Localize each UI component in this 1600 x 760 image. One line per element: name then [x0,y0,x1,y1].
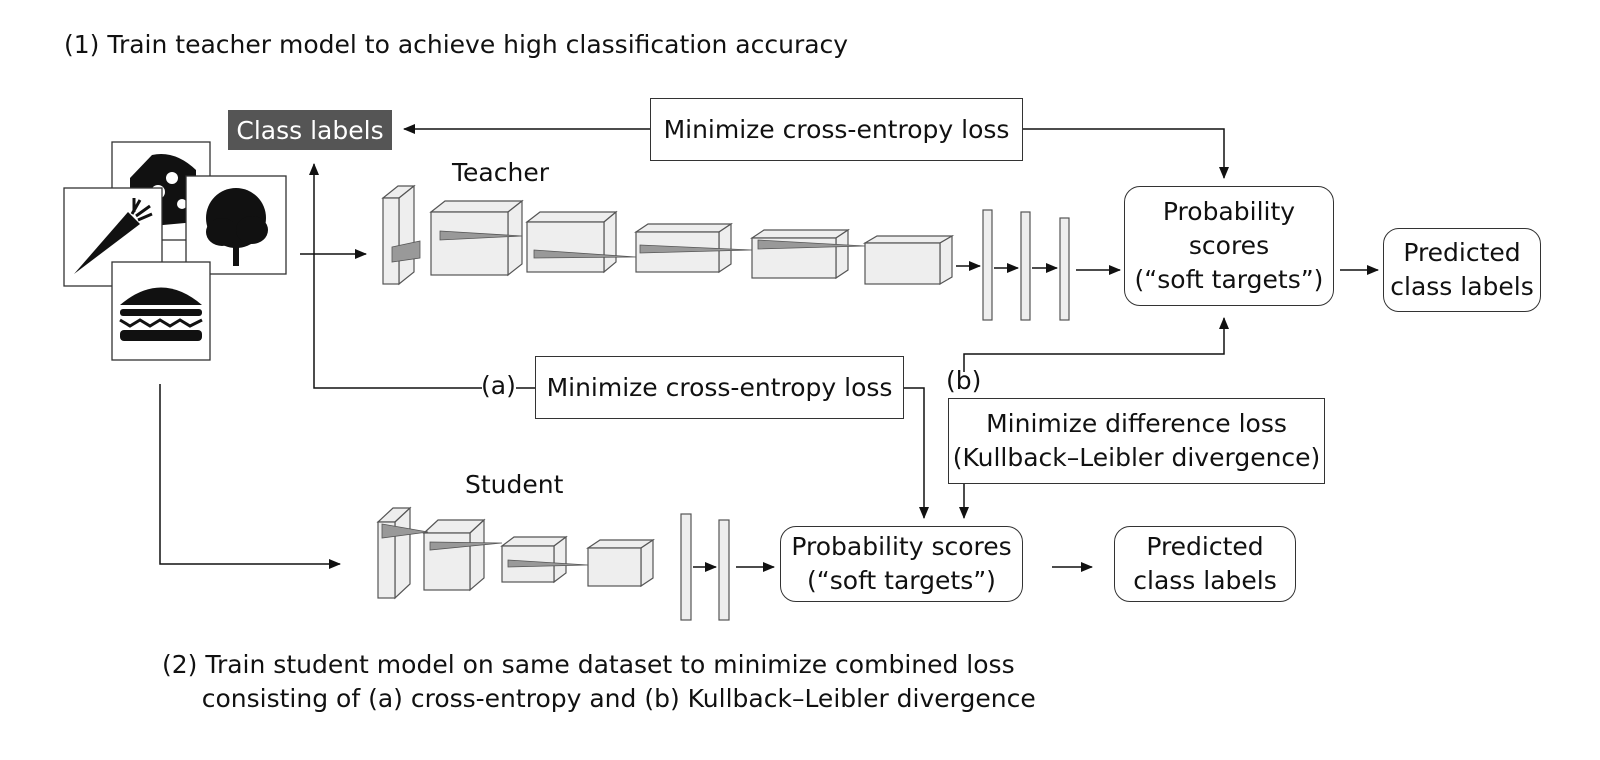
carrot-icon [74,198,153,274]
step2-caption: (2) Train student model on same dataset … [162,650,1036,713]
student-kernels [381,523,589,568]
teacher-label: Teacher [452,158,549,187]
tree-icon [206,188,268,266]
student-label: Student [465,470,564,499]
student-cross-entropy-loss-box: Minimize cross-entropy loss [535,356,904,419]
teacher-dense-layers [982,209,1070,321]
teacher-predicted-class-labels-box: Predicted class labels [1383,228,1541,312]
tree-card [185,175,287,275]
teacher-layer-2 [429,199,524,277]
student-network [376,506,730,621]
burger-card [111,261,211,361]
teacher-network [381,184,1070,321]
loss-a-tag: (a) [481,371,516,400]
student-layer-3 [500,535,568,584]
input-images [63,141,287,361]
teacher-layer-1 [381,184,416,286]
student-predicted-class-labels-box: Predicted class labels [1114,526,1296,602]
student-probability-scores-box: Probability scores (“soft targets”) [780,526,1023,602]
student-layer-4 [586,538,655,588]
teacher-probability-scores-box: Probability scores (“soft targets”) [1124,186,1334,306]
top-cross-entropy-loss-box: Minimize cross-entropy loss [650,98,1023,161]
class-labels-box: Class labels [228,110,392,150]
student-dense-layers [680,513,730,621]
teacher-layer-6 [862,234,955,286]
connectors [159,124,1379,572]
loss-b-tag: (b) [946,366,982,395]
teacher-layer-5 [750,228,850,280]
burger-icon [119,287,203,341]
teacher-kernels [391,230,866,263]
kl-divergence-loss-box: Minimize difference loss (Kullback–Leibl… [948,398,1325,484]
teacher-layer-3 [525,210,618,274]
student-layer-2 [422,518,486,592]
student-layer-1 [376,506,412,600]
step1-title: (1) Train teacher model to achieve high … [64,30,849,59]
